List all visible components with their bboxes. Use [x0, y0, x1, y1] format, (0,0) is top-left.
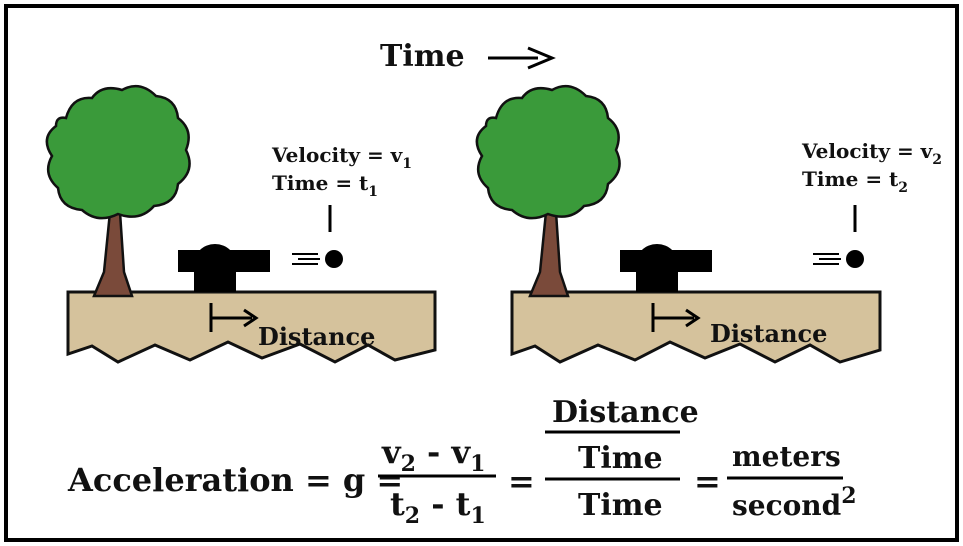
- tree-icon: [45, 84, 191, 298]
- ground-1: [66, 290, 437, 364]
- distance-arrow-icon: [651, 303, 701, 332]
- formula-equals-1: =: [508, 462, 535, 500]
- formula-second: second2: [732, 483, 857, 522]
- velocity-label-2: Velocity = v2: [801, 139, 942, 168]
- time-label-1: Time = t1: [272, 171, 378, 200]
- cannon-icon: [620, 244, 712, 292]
- formula-numerator: v2 - v1: [381, 433, 485, 477]
- cannonball-icon: [292, 250, 343, 268]
- formula-equals-2: =: [694, 462, 721, 500]
- distance-label-2: Distance: [710, 319, 827, 348]
- time-header-label: Time: [380, 39, 465, 74]
- cannon-icon: [178, 244, 270, 292]
- formula-time-bottom: Time: [578, 488, 663, 523]
- formula-denominator: t2 - t1: [390, 485, 486, 529]
- formula-meters: meters: [732, 440, 841, 473]
- time-label-2: Time = t2: [802, 167, 908, 196]
- formula-lhs: Acceleration = g =: [67, 461, 403, 499]
- ground-2: [510, 290, 882, 364]
- distance-label-1: Distance: [258, 322, 375, 351]
- cannonball-icon: [813, 250, 864, 268]
- formula-distance: Distance: [552, 395, 699, 430]
- distance-arrow-icon: [209, 303, 259, 332]
- time-arrow-icon: [488, 46, 556, 70]
- tree-icon: [475, 84, 621, 298]
- panel-2: Velocity = v2 Time = t2 Distance: [475, 84, 942, 364]
- panel-1: Velocity = v1 Time = t1 Distance: [45, 84, 437, 364]
- velocity-label-1: Velocity = v1: [271, 143, 412, 172]
- acceleration-formula: Acceleration = g = v2 - v1 t2 - t1 = Dis…: [67, 395, 857, 529]
- formula-time-top: Time: [578, 441, 663, 476]
- diagram-frame: [4, 4, 959, 542]
